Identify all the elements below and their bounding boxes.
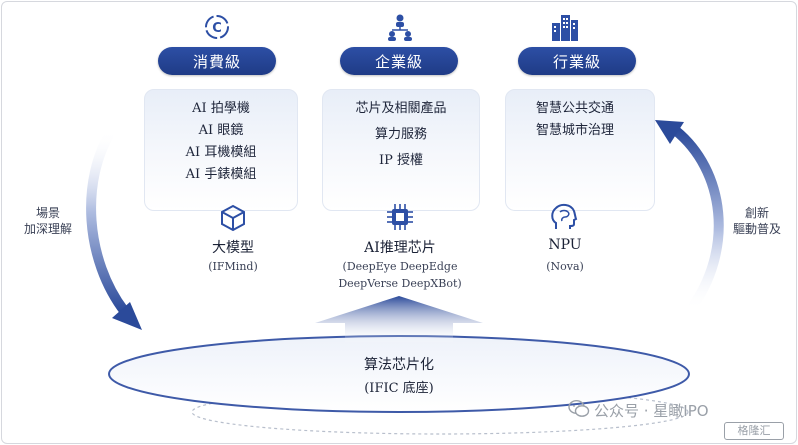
wechat-icon: [568, 399, 590, 417]
tier-pill-consumer: 消費級: [158, 47, 276, 75]
right-caption-line: 驅動普及: [732, 222, 781, 236]
buildings-icon: [552, 15, 578, 41]
tech-sub-model: (IFMind): [208, 260, 258, 273]
consumer-item: AI 手錶模組: [185, 167, 257, 182]
enterprise-item: IP 授權: [378, 153, 423, 168]
enterprise-item: 算力服務: [374, 127, 427, 142]
enterprise-item: 芯片及相關產品: [355, 101, 447, 116]
svg-text:C: C: [212, 21, 222, 36]
left-arrowhead: [112, 302, 142, 330]
left-curved-arrow: [86, 125, 130, 317]
tier-pill-industry: 行業級: [518, 47, 636, 75]
card-enterprise: 芯片及相關產品 算力服務 IP 授權: [322, 89, 480, 211]
consumer-circle-icon: C: [205, 15, 229, 39]
left-caption-line: 加深理解: [23, 222, 72, 236]
right-curved-arrow: [670, 125, 724, 315]
tech-sub-chip-line2: DeepVerse DeepXBot): [338, 277, 462, 290]
tier-pill-enterprise: 企業級: [340, 47, 458, 75]
consumer-item: AI 眼鏡: [198, 123, 244, 138]
left-caption-line: 場景: [35, 206, 60, 220]
people-network-icon: [388, 14, 412, 41]
base-title: 算法芯片化: [364, 357, 434, 373]
tech-sub-npu: (Nova): [546, 260, 584, 273]
consumer-item: AI 拍學機: [192, 101, 250, 116]
brain-head-icon: [551, 203, 578, 229]
watermark-text: 公众号 · 星瞰IPO: [594, 402, 709, 420]
tech-name-chip: AI推理芯片: [364, 240, 436, 256]
left-caption: 場景 加深理解: [20, 205, 76, 237]
tech-sub-chip-line1: (DeepEye DeepEdge: [342, 260, 458, 273]
card-industry: 智慧公共交通 智慧城市治理: [505, 89, 655, 211]
consumer-item: AI 耳機模組: [185, 145, 257, 160]
cube-icon: [221, 204, 245, 232]
right-arrowhead: [655, 120, 684, 144]
watermark-logo: 格隆汇: [724, 422, 784, 440]
industry-item: 智慧城市治理: [536, 123, 615, 138]
up-arrow: [315, 296, 483, 342]
tech-name-npu: NPU: [548, 237, 582, 253]
base-subtitle: (IFIC 底座): [364, 381, 434, 396]
industry-item: 智慧公共交通: [536, 101, 615, 116]
chip-icon: [387, 204, 413, 230]
card-consumer: AI 拍學機 AI 眼鏡 AI 耳機模組 AI 手錶模組: [144, 89, 298, 211]
right-caption-line: 創新: [744, 206, 769, 220]
dashed-base-ring: [191, 389, 689, 435]
tech-name-model: 大模型: [212, 240, 254, 256]
right-caption: 創新 驅動普及: [727, 205, 787, 237]
